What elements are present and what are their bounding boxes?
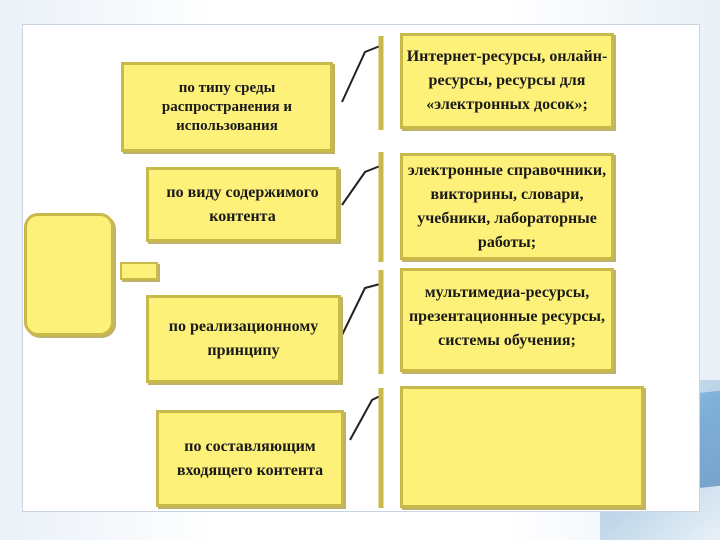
connector-3 — [341, 283, 381, 336]
category-box-1: по типу среды распространения и использо… — [121, 62, 333, 152]
category-box-3: по реализационному принципу — [146, 295, 341, 383]
category-label-1: по типу среды распространения и использо… — [161, 79, 293, 134]
resource-label-1: Интернет-ресурсы, онлайн-ресурсы, ресурс… — [406, 48, 608, 113]
root-connector-stub — [120, 262, 158, 280]
connector-4 — [349, 395, 381, 441]
category-box-4: по составляющим входящего контента — [156, 410, 344, 507]
resource-box-2: электронные справочники, викторины, слов… — [400, 153, 614, 260]
resource-box-3: мультимедиа-ресурсы, презентационные рес… — [400, 268, 614, 372]
resource-box-4 — [400, 386, 644, 508]
resource-label-3: мультимедиа-ресурсы, презентационные рес… — [408, 284, 606, 349]
root-node — [24, 213, 114, 336]
category-label-3: по реализационному принципу — [168, 318, 319, 359]
connector-2 — [341, 165, 381, 206]
category-label-2: по виду содержимого контента — [166, 183, 319, 225]
resource-label-2: электронные справочники, викторины, слов… — [407, 161, 607, 251]
resource-box-1: Интернет-ресурсы, онлайн-ресурсы, ресурс… — [400, 33, 614, 129]
connector-1 — [341, 45, 381, 103]
category-box-2: по виду содержимого контента — [146, 167, 339, 242]
category-label-4: по составляющим входящего контента — [176, 437, 324, 479]
